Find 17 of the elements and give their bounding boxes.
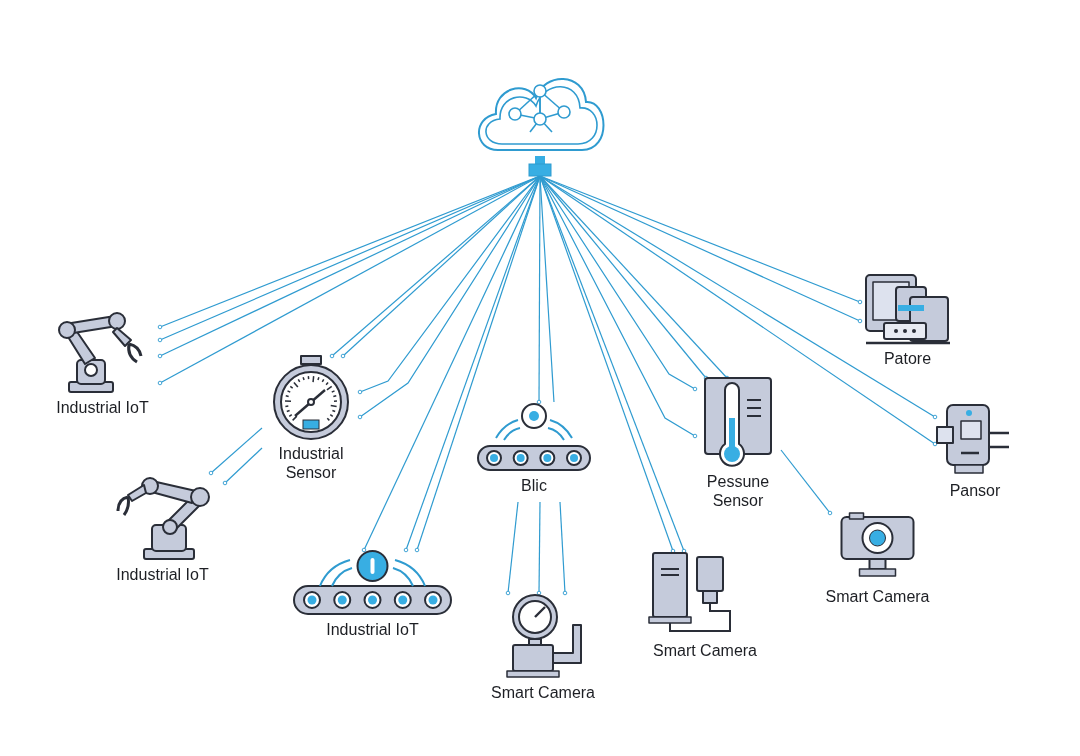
connector-line — [208, 427, 263, 476]
connector-line — [780, 449, 833, 516]
device-label: Pansor — [949, 481, 1001, 500]
device-label: Smart Camera — [653, 641, 757, 660]
device-label: Blic — [521, 476, 547, 495]
device-label: Industrial IoT — [116, 565, 209, 584]
connector-line — [222, 447, 263, 486]
device-label: Pessune Sensor — [705, 472, 771, 510]
device-label: Industrial IoT — [326, 620, 419, 639]
connector-line — [536, 501, 542, 596]
device-label: Patore — [883, 349, 932, 368]
connector-line — [505, 501, 519, 596]
connector-line — [559, 501, 568, 596]
device-label: Smart Camera — [491, 683, 595, 702]
device-label: Smart Camera — [825, 587, 930, 606]
device-label: Industrial IoT — [56, 398, 149, 417]
device-label: Industrial Sensor — [277, 444, 345, 482]
